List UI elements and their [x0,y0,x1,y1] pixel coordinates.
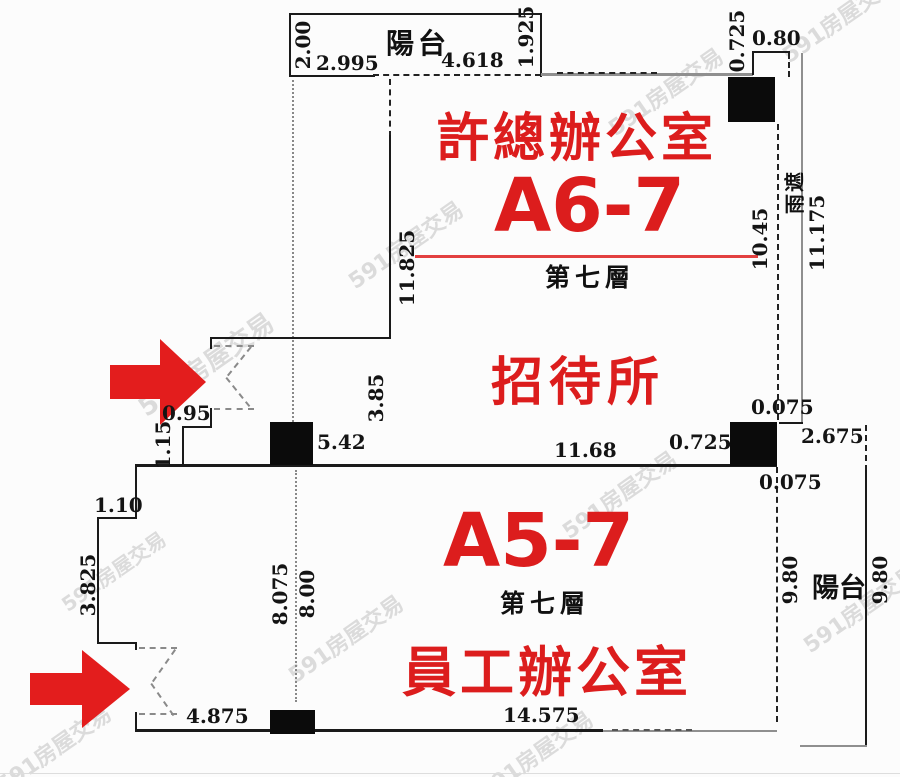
upper-unit-code: A6-7 [494,163,685,249]
wall-entry-step-h [182,426,212,428]
wall-rain-shelter-edge [801,53,803,424]
lower-unit-room: 員工辦公室 [402,641,692,704]
image-edge-line [0,773,900,774]
wall-bottom-right-notch [800,745,867,747]
dim-balcony2-right: 9.80 [868,555,892,605]
wall-mid-step-h [779,422,803,424]
dim-mid-step-bottom: 0.075 [759,470,822,494]
wall-entry-left-a [210,337,212,349]
dim-mid-right: 2.675 [801,424,864,448]
upper-unit-floor: 第七層 [545,263,636,292]
wall-tr-step-h [752,51,790,53]
lower-unit-code: A5-7 [443,498,634,584]
wall-right-dashed-top [865,425,867,471]
red-arrow-lower [30,650,130,728]
wall-lower-left-d [135,712,137,732]
dim-balcony-w2: 4.618 [441,48,504,72]
door-swing-upper [214,345,254,347]
red-arrow-upper [110,339,206,425]
dim-entry-side: 3.85 [364,373,388,423]
wall-balcony-bottom [289,75,375,77]
dim-mid-b: 11.68 [554,438,617,462]
dim-low-step-w: 1.10 [94,493,143,517]
rain-shelter-label: 雨遮 [782,170,807,214]
dim-balcony-w1: 2.995 [316,51,379,75]
lower-unit-floor: 第七層 [500,589,591,618]
watermark-text: 591房屋交易 [56,526,171,617]
wall-balcony-bottom-opening [373,74,541,76]
dim-tr-step-h: 0.725 [725,9,749,73]
wall-lower-bottom-dashes [612,729,692,731]
wall-lower-left-b [97,517,99,644]
wall-lower-step-bottom [97,642,137,644]
column-bottom [270,710,315,734]
wall-balcony-right [540,13,542,77]
wall-upper-top-dashes [557,72,657,74]
dim-entry-step-w: 0.95 [162,401,211,425]
dim-upper-right-wall: 10.45 [748,207,772,271]
dim-balcony-left-h: 2.00 [291,20,315,70]
wall-mid-band [135,464,777,467]
dim-mid-c: 0.725 [669,430,732,454]
dim-tr-step-w: 0.80 [752,26,801,50]
dim-mid-step-top: 0.075 [751,395,814,419]
column-top-right [728,77,775,122]
wall-lower-bottom-gray [603,730,777,732]
door-swing-upper [227,346,252,377]
door-swing-lower [152,649,177,683]
upper-unit-name: 許總辦公室 [437,109,718,169]
dim-low-left-wall: 3.825 [76,553,100,617]
wall-balcony-top [289,13,542,15]
dim-rain-shelter-len: 11.175 [805,194,829,272]
wall-entry-top [210,337,391,339]
wall-lower-left-c [135,642,137,650]
wall-upper-left [389,135,391,339]
balcony-top-label: 陽台 [386,27,451,60]
wall-lower-bottom [135,729,603,732]
wall-lower-left-a [135,465,137,518]
upper-unit-room: 招待所 [491,353,666,413]
door-swing-lower [139,647,177,649]
balcony-right-label: 陽台 [812,573,866,604]
door-swing-lower [139,713,177,715]
wall-entry-step-v [182,426,184,466]
wall-tr-step-v [752,51,754,75]
door-swing-upper [214,408,254,410]
wall-balcony-left [289,13,291,77]
dim-bottom-b: 14.575 [503,703,580,727]
wall-right-outer [865,470,867,747]
line-tr-step-dashed [788,53,790,77]
column-mid-left [270,422,313,465]
dim-low-mid-a: 8.075 [268,562,292,626]
dim-balcony2-left: 9.80 [778,555,802,605]
column-mid-right [730,422,777,466]
line-projection-lower [295,470,297,702]
wall-entry-left-b [210,408,212,428]
line-lower-right-dashed [776,467,778,722]
dim-entry-step-h: 1.15 [151,420,175,470]
wall-upper-top [541,73,753,76]
door-swing-lower [150,683,175,717]
line-projection-upper [292,80,294,458]
dim-upper-left-wall: 11.825 [395,229,419,307]
dim-low-mid-b: 8.00 [295,569,319,619]
line-upper-right-dashed [777,124,779,420]
dim-bottom-a: 4.875 [186,704,249,728]
dim-mid-a: 5.42 [317,430,366,454]
door-swing-upper [225,377,251,408]
wall-lower-step-top [97,517,137,519]
red-divider-line [415,255,758,258]
wall-upper-left-dashed [389,79,391,137]
dim-balcony-right-h: 1.925 [514,5,538,69]
